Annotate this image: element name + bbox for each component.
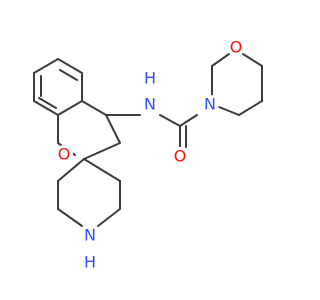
benzene-ring — [33, 58, 83, 116]
amide-nitrogen-label: N — [144, 95, 156, 114]
molecule-structure: O N H N H O N O — [33, 38, 263, 272]
amide-nitrogen-hydrogen: H — [144, 69, 156, 88]
morpholine-oxygen-label: O — [230, 38, 243, 57]
morpholine-ring — [211, 53, 263, 116]
piperidine-nitrogen-hydrogen: H — [84, 253, 96, 272]
spiro-oxygen-label: O — [58, 145, 71, 164]
carbonyl-oxygen-label: O — [174, 147, 187, 166]
atom-piperidine-nitrogen: N H — [81, 226, 99, 272]
atom-amide-nitrogen: N H — [141, 69, 159, 114]
atom-morpholine-oxygen: O — [227, 38, 245, 57]
morpholine-nitrogen-label: N — [204, 95, 216, 114]
atom-carbonyl-oxygen: O — [171, 147, 189, 166]
piperidine-nitrogen-label: N — [84, 226, 96, 245]
atom-spiro-oxygen: O — [55, 145, 73, 164]
amide-linker — [105, 114, 198, 148]
piperidine-ring — [57, 158, 121, 227]
chroman-ring — [57, 100, 121, 160]
atom-morpholine-nitrogen: N — [201, 95, 219, 114]
